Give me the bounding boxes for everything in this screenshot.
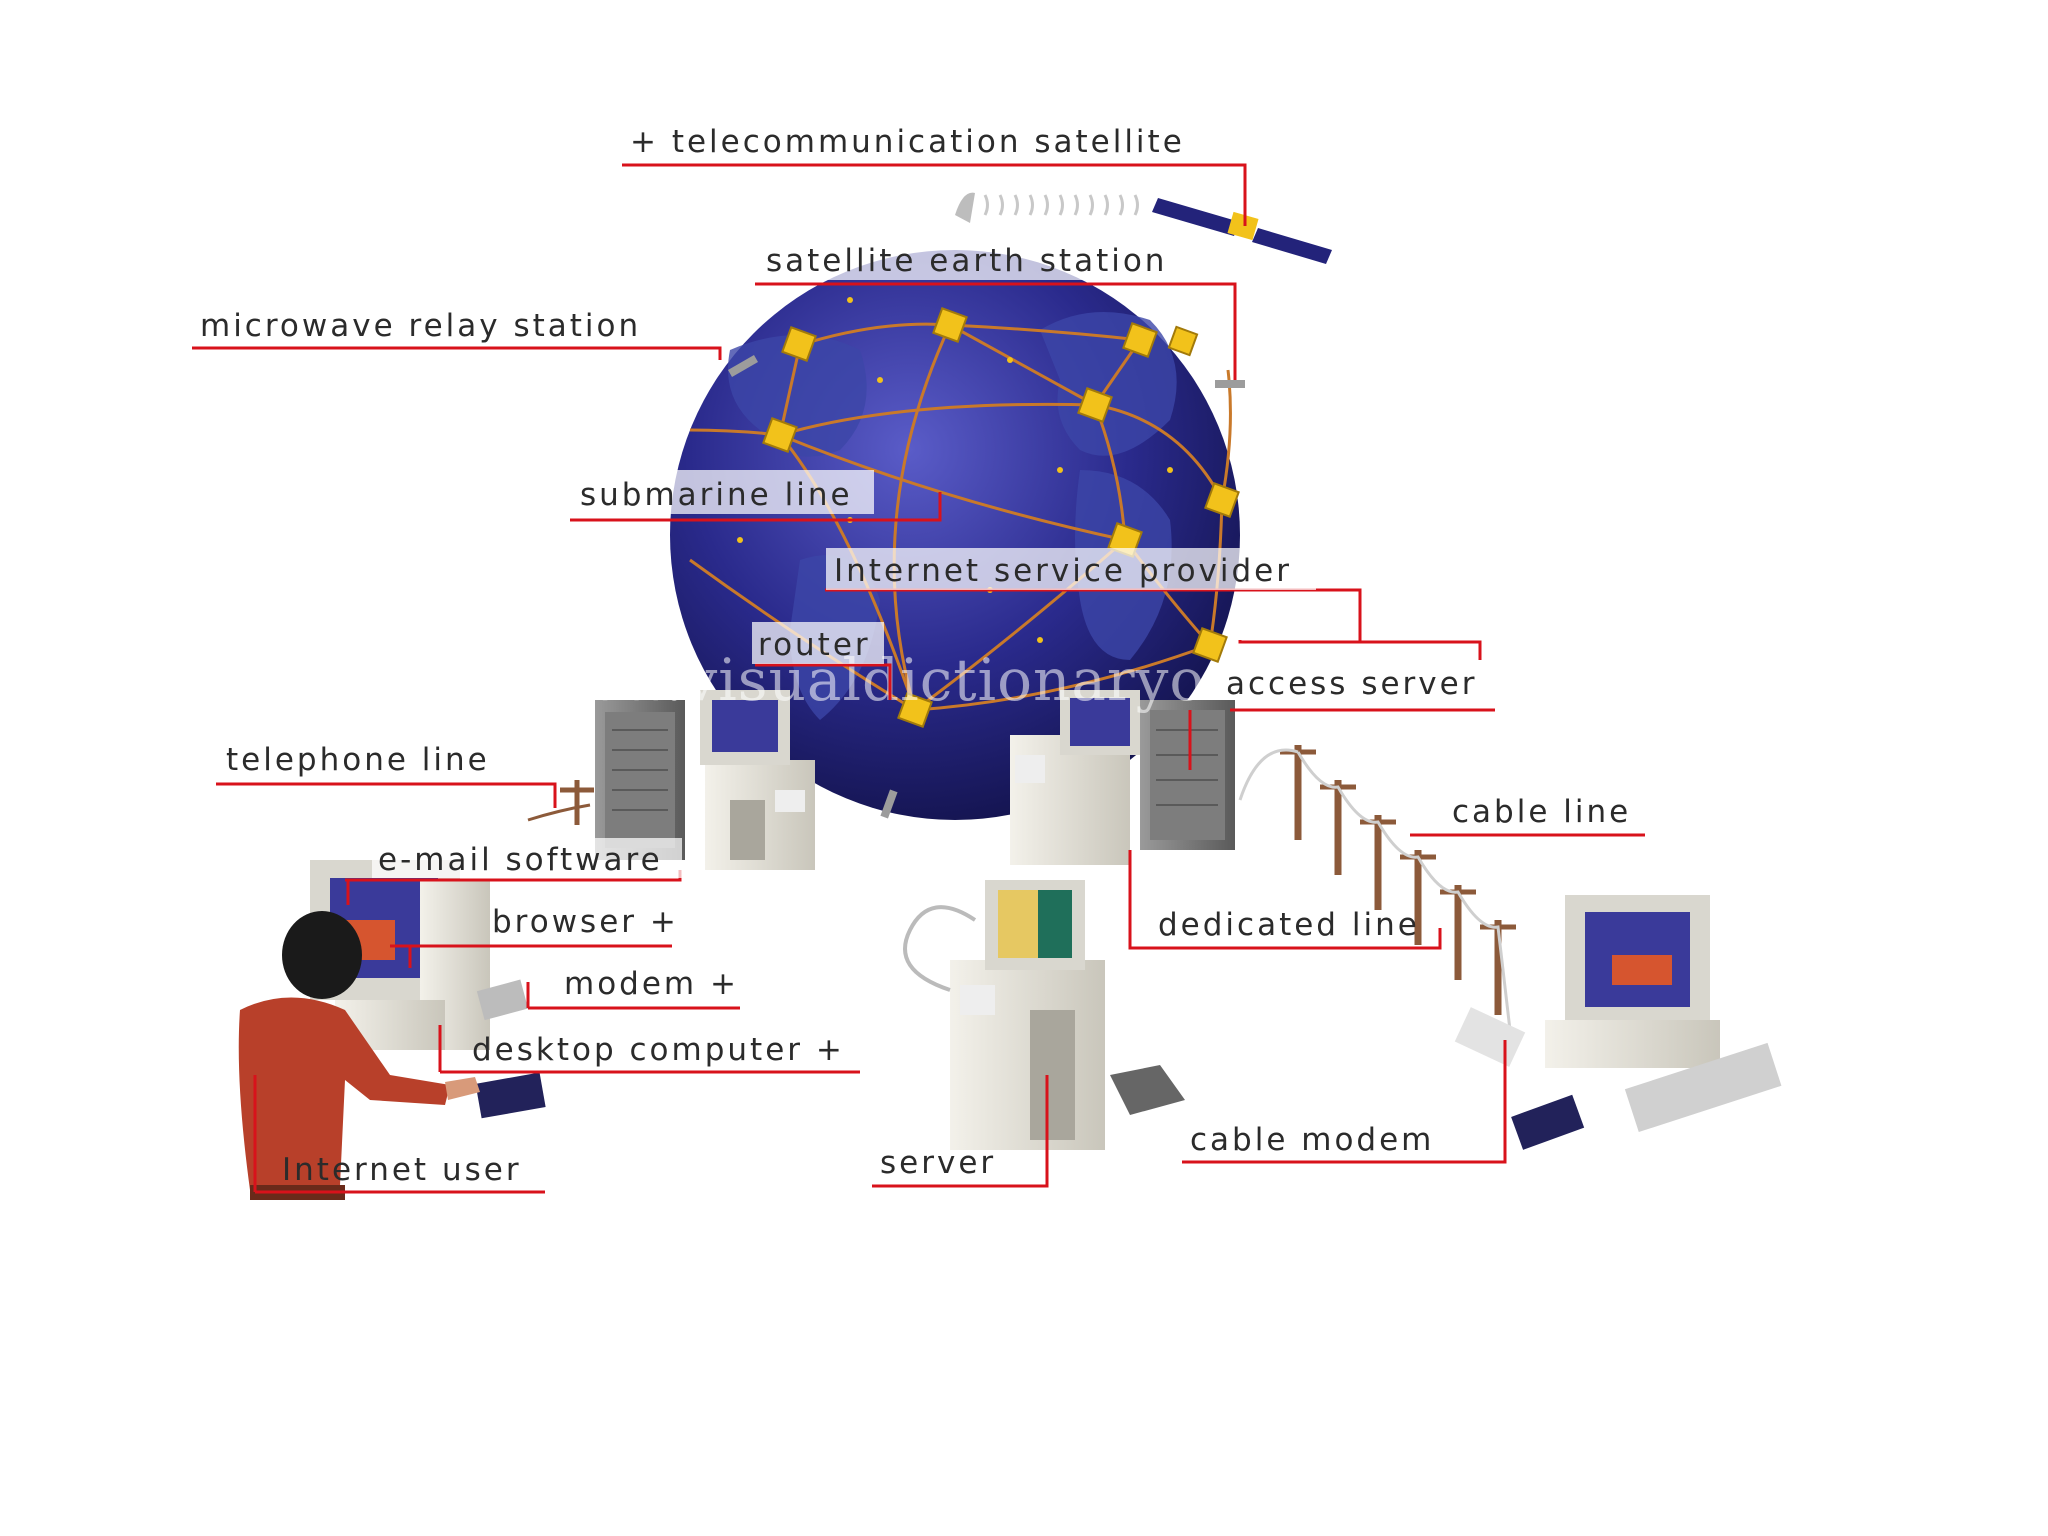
label-telephone-line: telephone line xyxy=(226,742,490,778)
label-cable-line: cable line xyxy=(1452,794,1631,830)
cable-line-poles xyxy=(1238,745,1516,1031)
label-cable-modem: cable modem xyxy=(1190,1122,1434,1158)
telephone-pole xyxy=(527,780,594,825)
label-telecommunication-satellite: + telecommunication satellite xyxy=(630,124,1185,160)
label-dedicated-line: dedicated line xyxy=(1158,907,1420,943)
internet-user-illustration xyxy=(238,860,546,1200)
access-server-equipment xyxy=(1010,690,1235,865)
label-submarine-line: submarine line xyxy=(580,477,853,513)
isp-equipment-left xyxy=(595,690,815,870)
label-desktop-computer: desktop computer + xyxy=(472,1032,845,1068)
diagram-labels: + telecommunication satellite satellite … xyxy=(200,124,1631,1188)
label-internet-user: Internet user xyxy=(282,1152,522,1188)
label-server: server xyxy=(880,1145,996,1181)
satellite-illustration xyxy=(955,192,1332,264)
label-microwave-relay-station: microwave relay station xyxy=(200,308,641,344)
label-satellite-earth-station: satellite earth station xyxy=(766,243,1167,279)
watermark: www.visualdictionaryonline.com xyxy=(520,646,1501,714)
server-illustration xyxy=(903,880,1185,1150)
label-modem: modem + xyxy=(564,966,739,1002)
cable-home-computer xyxy=(1454,895,1782,1150)
globe-illustration xyxy=(670,250,1240,820)
label-access-server: access server xyxy=(1226,666,1477,702)
label-router: router xyxy=(758,627,871,663)
relay-antennas xyxy=(728,355,1245,819)
label-internet-service-provider: Internet service provider xyxy=(834,553,1292,589)
label-email-software: e-mail software xyxy=(378,842,663,878)
label-browser: browser + xyxy=(492,904,679,940)
